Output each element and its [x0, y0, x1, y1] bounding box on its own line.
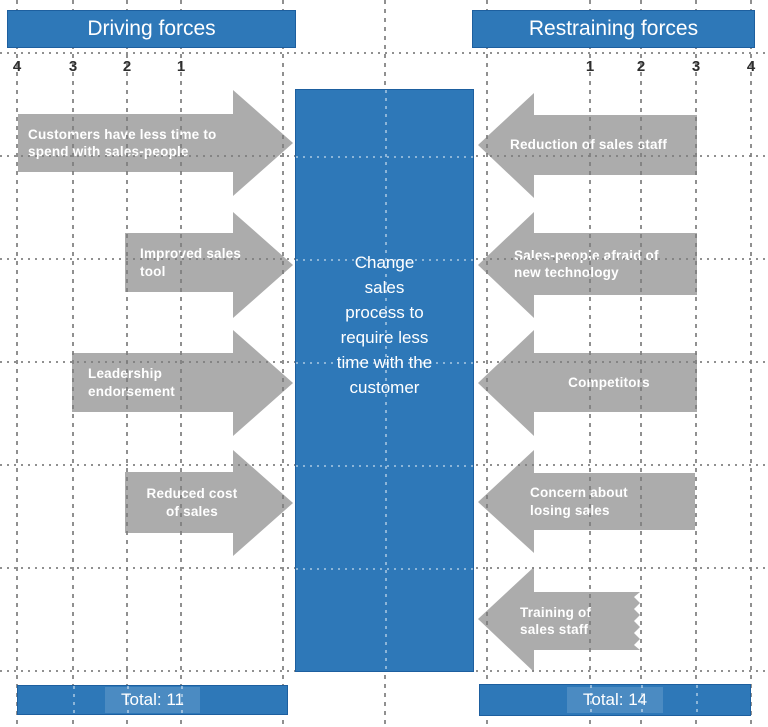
gridline-overlay: [296, 156, 473, 158]
gridline-overlay: [127, 686, 129, 714]
gridline-overlay: [73, 686, 75, 714]
arrow-label: Sales-people afraid of new technology: [514, 247, 659, 280]
vertical-gridline: [72, 0, 74, 727]
driving-force-arrow-leadership-endorsement[interactable]: Leadership endorsement: [72, 330, 293, 436]
gridline-overlay: [641, 685, 643, 715]
horizontal-gridline: [0, 52, 768, 54]
gridline-overlay: [696, 685, 698, 715]
vertical-gridline: [126, 0, 128, 727]
vertical-gridline: [589, 0, 591, 727]
restraining-force-arrow-reduction-of-staff[interactable]: Reduction of sales staff: [478, 93, 697, 198]
vertical-gridline: [16, 0, 18, 727]
driving-forces-title: Driving forces: [87, 17, 216, 40]
driving-total-bar[interactable]: Total: 11: [17, 685, 288, 715]
change-goal-label: Change sales process to require less tim…: [336, 253, 433, 397]
restraining-forces-header[interactable]: Restraining forces: [472, 10, 755, 48]
driving-force-arrow-improved-sales-tool[interactable]: Improved sales tool: [125, 212, 293, 318]
vertical-gridline: [695, 0, 697, 727]
arrow-label: Concern about losing sales: [530, 485, 628, 518]
change-goal-box[interactable]: Change sales process to require less tim…: [295, 89, 474, 672]
restraining-forces-title: Restraining forces: [528, 17, 699, 40]
vertical-gridline: [750, 0, 752, 727]
restraining-total-label: Total: 14: [566, 687, 664, 713]
driving-total-label: Total: 11: [104, 687, 200, 713]
driving-force-arrow-customers-less-time[interactable]: Customers have less time to spend with s…: [18, 90, 293, 196]
arrow-label: Reduction of sales staff: [510, 137, 668, 153]
gridline-overlay: [296, 465, 473, 467]
scale-label-driving-2: 2: [122, 58, 132, 75]
driving-forces-header[interactable]: Driving forces: [7, 10, 296, 48]
restraining-force-arrow-training-staff[interactable]: Training of sales staff: [478, 567, 640, 672]
gridline-overlay: [296, 362, 473, 364]
vertical-gridline: [282, 0, 284, 727]
restraining-force-arrow-afraid-of-technology[interactable]: Sales-people afraid of new technology: [478, 212, 697, 318]
arrow-label: Training of sales staff: [520, 604, 592, 637]
scale-label-restraining-3: 3: [691, 58, 701, 75]
scale-label-restraining-1: 1: [585, 58, 595, 75]
scale-label-restraining-4: 4: [746, 58, 756, 75]
scale-label-driving-4: 4: [12, 58, 22, 75]
arrow-label: Reduced cost of sales: [146, 486, 238, 519]
restraining-force-arrow-competitors[interactable]: Competitors: [478, 330, 697, 436]
vertical-gridline: [486, 0, 488, 727]
arrow-label: Customers have less time to spend with s…: [28, 126, 217, 159]
gridline-overlay: [296, 568, 473, 570]
arrow-label: Competitors: [568, 374, 650, 390]
restraining-total-bar[interactable]: Total: 14: [479, 684, 751, 716]
gridline-overlay: [590, 685, 592, 715]
vertical-gridline: [640, 0, 642, 727]
arrow-label: Leadership endorsement: [88, 366, 175, 399]
vertical-gridline: [180, 0, 182, 727]
arrow-label: Improved sales tool: [140, 246, 242, 279]
scale-label-driving-3: 3: [68, 58, 78, 75]
scale-label-restraining-2: 2: [636, 58, 646, 75]
gridline-overlay: [296, 259, 473, 261]
gridline-overlay: [385, 90, 387, 671]
gridline-overlay: [181, 686, 183, 714]
scale-label-driving-1: 1: [176, 58, 186, 75]
